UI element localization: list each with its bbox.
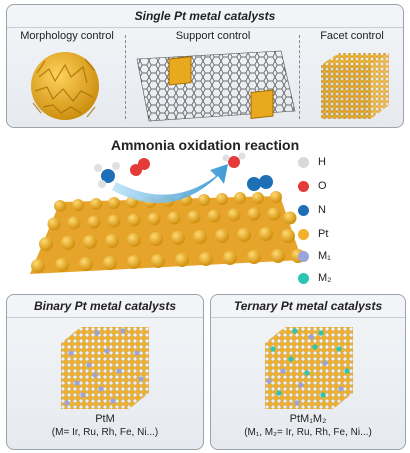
legend-m1: M₁ bbox=[298, 250, 331, 262]
legend-m1-dot bbox=[298, 251, 309, 262]
legend-pt: Pt bbox=[298, 228, 328, 240]
binary-title: Binary Pt metal catalysts bbox=[7, 295, 203, 318]
legend-o-dot bbox=[298, 181, 309, 192]
legend-h: H bbox=[298, 156, 326, 168]
ternary-note: (M₁, M₂= Ir, Ru, Rh, Fe, Ni...) bbox=[244, 427, 372, 438]
binary-formula: PtM bbox=[95, 413, 115, 425]
reaction-title: Ammonia oxidation reaction bbox=[110, 137, 300, 153]
single-pt-title: Single Pt metal catalysts bbox=[7, 5, 403, 28]
binary-note: (M= Ir, Ru, Rh, Fe, Ni...) bbox=[51, 427, 159, 438]
morphology-label: Morphology control bbox=[20, 30, 114, 42]
ternary-title: Ternary Pt metal catalysts bbox=[211, 295, 405, 318]
legend-n-dot bbox=[298, 205, 309, 216]
support-graphene-image bbox=[136, 50, 296, 122]
legend-h-dot bbox=[298, 157, 309, 168]
legend-o: O bbox=[298, 180, 327, 192]
divider-right bbox=[299, 35, 300, 119]
ternary-formula: PtM₁M₂ bbox=[289, 413, 327, 425]
facet-label: Facet control bbox=[320, 30, 384, 42]
support-label: Support control bbox=[175, 30, 251, 42]
facet-cube-image bbox=[321, 53, 389, 119]
legend-pt-dot bbox=[298, 229, 309, 240]
ternary-panel: Ternary Pt metal catalysts PtM₁M₂ (M₁, M… bbox=[210, 294, 406, 450]
legend-m2: M₂ bbox=[298, 272, 331, 284]
morphology-nanoparticle-image bbox=[31, 52, 99, 120]
binary-cube-image bbox=[61, 327, 149, 409]
legend-n: N bbox=[298, 204, 326, 216]
single-pt-panel: Single Pt metal catalysts Morphology con… bbox=[6, 4, 404, 128]
legend-m2-dot bbox=[298, 273, 309, 284]
divider-left bbox=[125, 35, 126, 119]
pt-surface-reaction-image bbox=[30, 152, 305, 274]
ternary-cube-image bbox=[265, 327, 353, 409]
binary-panel: Binary Pt metal catalysts PtM (M= Ir, Ru… bbox=[6, 294, 204, 450]
